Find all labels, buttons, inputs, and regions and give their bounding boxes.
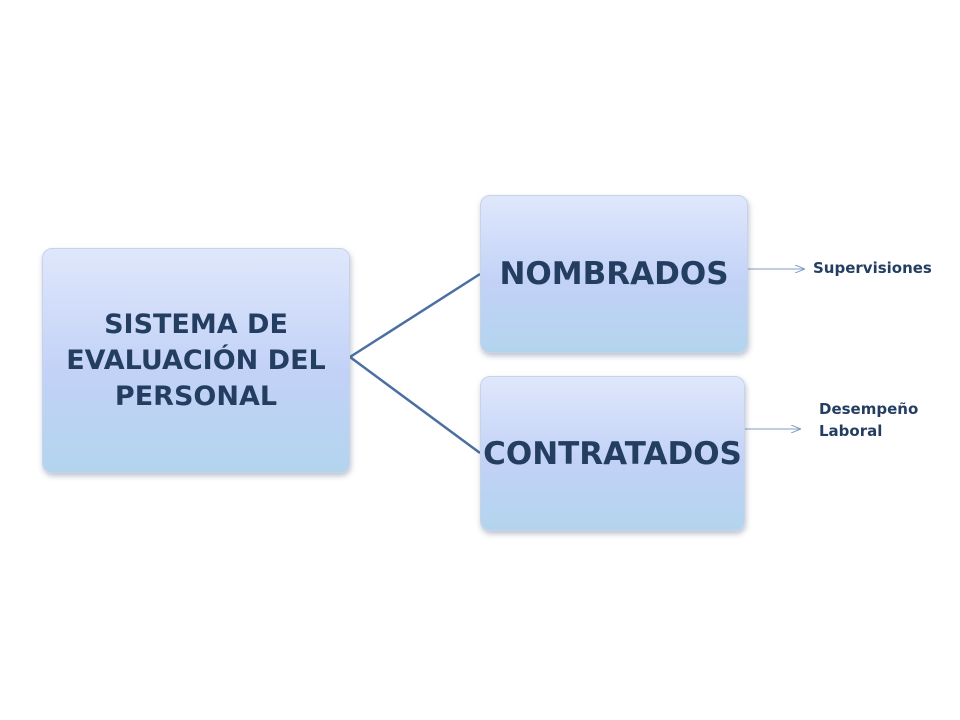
connector-root-contratados [349,355,481,455]
root-node-label: SISTEMA DE EVALUACIÓN DEL PERSONAL [66,307,326,415]
branch-node-nombrados: NOMBRADOS [480,195,748,353]
branch-node-contratados: CONTRATADOS [480,376,745,531]
root-line-2: EVALUACIÓN DEL [66,344,326,376]
connector-root-nombrados [349,272,481,359]
root-node-sistema-evaluacion: SISTEMA DE EVALUACIÓN DEL PERSONAL [42,248,350,473]
branch-label-nombrados: NOMBRADOS [499,256,729,292]
leaf-supervisiones: Supervisiones [813,257,932,279]
root-line-1: SISTEMA DE [104,308,288,340]
leaf-desempeno-line-1: Desempeño [819,400,919,418]
branch-label-contratados: CONTRATADOS [483,435,742,472]
leaf-desempeno-laboral: Desempeño Laboral [819,398,918,442]
leaf-desempeno-line-2: Laboral [819,422,883,440]
leaf-supervisiones-text: Supervisiones [813,259,932,277]
root-line-3: PERSONAL [114,380,278,412]
